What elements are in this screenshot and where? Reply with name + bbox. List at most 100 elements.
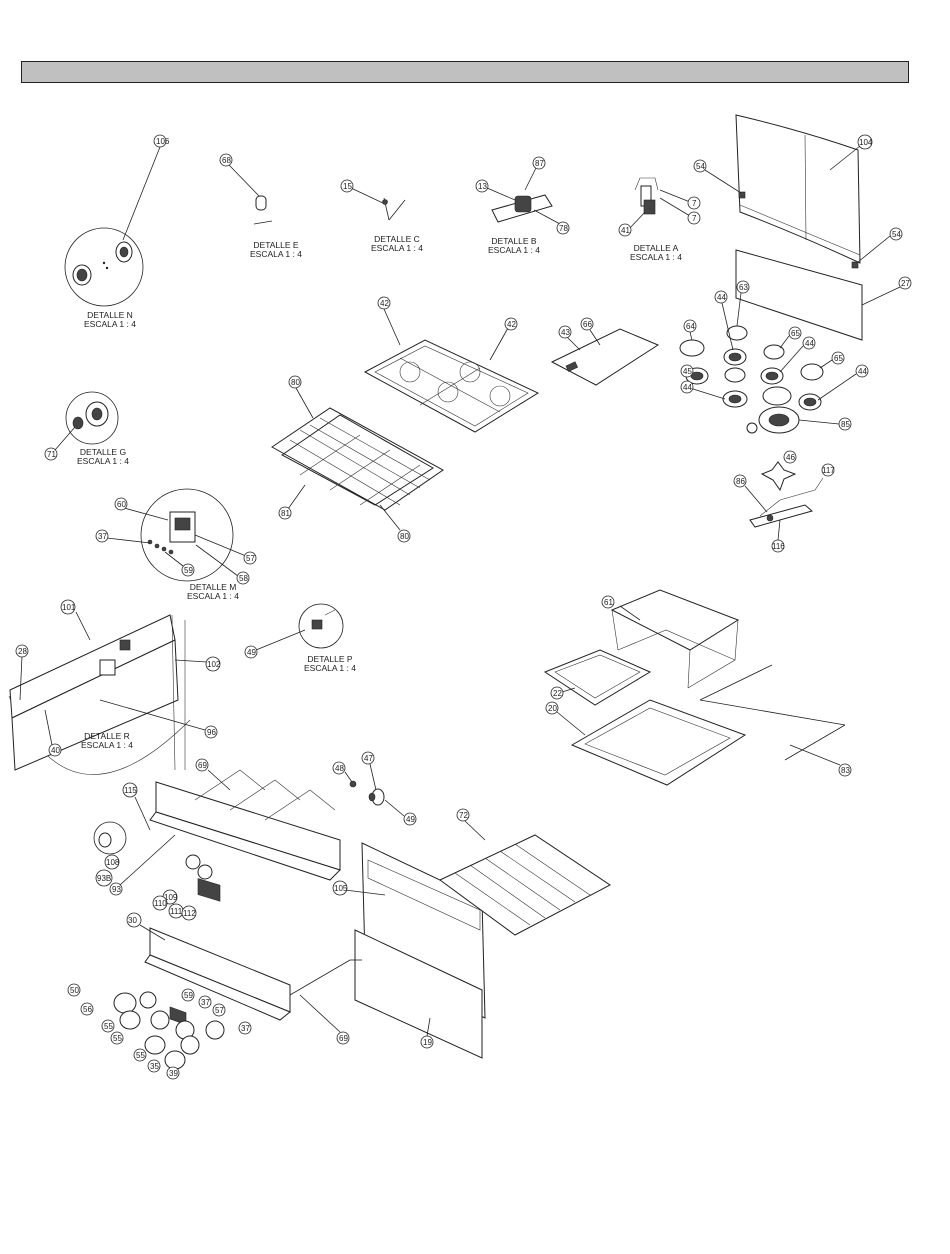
- callout-45: 45: [683, 367, 692, 376]
- detail-a-scale: ESCALA 1 : 4: [630, 252, 682, 262]
- callout-69a: 69: [198, 761, 207, 770]
- callout-57a: 57: [246, 554, 255, 563]
- callout-44c: 44: [858, 367, 867, 376]
- detail-p: 49 DETALLE P ESCALA 1 : 4: [244, 603, 356, 673]
- detail-g: 71 DETALLE G ESCALA 1 : 4: [44, 391, 129, 466]
- callout-55a: 55: [104, 1022, 113, 1031]
- callout-50: 50: [70, 986, 79, 995]
- callout-27: 27: [901, 279, 910, 288]
- callout-80a: 80: [291, 378, 300, 387]
- callout-43: 43: [561, 328, 570, 337]
- callout-59b: 59: [184, 991, 193, 1000]
- detail-g-scale: ESCALA 1 : 4: [77, 456, 129, 466]
- callout-39: 39: [169, 1069, 178, 1078]
- callout-68: 68: [222, 156, 231, 165]
- callout-85: 85: [841, 420, 850, 429]
- callout-117: 117: [822, 466, 835, 475]
- callout-19: 19: [423, 1038, 432, 1047]
- detail-p-title: DETALLE P: [307, 654, 353, 664]
- callout-93b: 93B: [97, 874, 111, 883]
- detail-n-title: DETALLE N: [87, 310, 133, 320]
- callout-58a: 58: [239, 574, 248, 583]
- oven-racks: 80 81 80: [271, 375, 444, 543]
- callout-49b: 49: [406, 815, 415, 824]
- detail-b-title: DETALLE B: [491, 236, 537, 246]
- callout-60: 60: [117, 500, 126, 509]
- callout-7a: 7: [692, 199, 697, 208]
- callout-42a: 42: [380, 299, 389, 308]
- detail-n: 106 DETALLE N ESCALA 1 : 4: [64, 134, 170, 329]
- callout-44d: 44: [683, 383, 692, 392]
- header-bar: [21, 61, 909, 83]
- detail-m-scale: ESCALA 1 : 4: [187, 591, 239, 601]
- callout-41: 41: [621, 226, 630, 235]
- callout-46: 46: [786, 453, 795, 462]
- detail-b-scale: ESCALA 1 : 4: [488, 245, 540, 255]
- callout-37c: 37: [241, 1024, 250, 1033]
- callout-93: 93: [112, 885, 121, 894]
- detail-c-title: DETALLE C: [374, 234, 420, 244]
- detail-r: 101 28 102 40 96 DETALLE R ESCALA 1 : 4: [8, 599, 221, 775]
- lower-control-panel: 30 50 56 59 37 57 55 55 37 55 35 39 6: [67, 912, 362, 1080]
- callout-22: 22: [553, 689, 562, 698]
- callout-86: 86: [736, 477, 745, 486]
- callout-13: 13: [478, 182, 487, 191]
- callout-102: 102: [207, 660, 221, 669]
- callout-65a: 65: [791, 329, 800, 338]
- callout-111: 111: [170, 907, 183, 916]
- callout-87: 87: [535, 159, 544, 168]
- callout-42b: 42: [507, 320, 516, 329]
- callout-37b: 37: [201, 998, 210, 1007]
- detail-a-title: DETALLE A: [634, 243, 679, 253]
- callout-54a: 54: [696, 162, 705, 171]
- backguard: 54 54 104 27: [693, 114, 912, 341]
- detail-r-title: DETALLE R: [84, 731, 130, 741]
- callout-56: 56: [83, 1005, 92, 1014]
- callout-55b: 55: [113, 1034, 122, 1043]
- callout-66: 66: [583, 320, 592, 329]
- burners: 64 44 63 65 44 65 45 44 44 85 44: [679, 280, 869, 434]
- callout-65b: 65: [834, 354, 843, 363]
- callout-47: 47: [364, 754, 373, 763]
- detail-c-scale: ESCALA 1 : 4: [371, 243, 423, 253]
- callout-44b: 44: [805, 339, 814, 348]
- callout-116: 116: [772, 542, 785, 551]
- control-panel: 115 69 108 93B 93 109 110 111 112: [93, 758, 341, 921]
- callout-106: 106: [156, 137, 170, 146]
- detail-p-scale: ESCALA 1 : 4: [304, 663, 356, 673]
- callout-20: 20: [548, 704, 557, 713]
- callout-30: 30: [128, 916, 137, 925]
- callout-64: 64: [686, 322, 695, 331]
- callout-61: 61: [604, 598, 613, 607]
- detail-e: 68 DETALLE E ESCALA 1 : 4: [219, 153, 302, 259]
- detail-a: 7 7 41 DETALLE A ESCALA 1 : 4: [618, 177, 701, 262]
- callout-28: 28: [18, 647, 27, 656]
- detail-m: 60 37 59 57 58 DETALLE M ESCALA 1 : 4: [95, 488, 257, 601]
- callout-63: 63: [739, 283, 748, 292]
- callout-59a: 59: [184, 566, 193, 575]
- callout-69b: 69: [339, 1034, 348, 1043]
- callout-105: 105: [334, 884, 348, 893]
- callout-48: 48: [335, 764, 344, 773]
- callout-57b: 57: [215, 1006, 224, 1015]
- callout-109: 109: [164, 893, 178, 902]
- detail-e-scale: ESCALA 1 : 4: [250, 249, 302, 259]
- callout-35: 35: [150, 1062, 159, 1071]
- detail-b: 87 13 78 DETALLE B ESCALA 1 : 4: [475, 156, 570, 255]
- detail-c: 15 DETALLE C ESCALA 1 : 4: [340, 179, 423, 253]
- callout-71: 71: [47, 450, 56, 459]
- detail-n-scale: ESCALA 1 : 4: [84, 319, 136, 329]
- oven-pan-group: 61 22 20 83: [543, 589, 852, 786]
- callout-80b: 80: [400, 532, 409, 541]
- callout-101: 101: [62, 603, 76, 612]
- callout-112: 112: [183, 909, 196, 918]
- callout-7b: 7: [692, 214, 697, 223]
- detail-e-title: DETALLE E: [253, 240, 299, 250]
- callout-72: 72: [459, 811, 468, 820]
- callout-40: 40: [51, 746, 60, 755]
- cooktop-grates: 42 42: [363, 296, 540, 433]
- ignition-parts: 46 117 86 116: [733, 450, 835, 553]
- callout-108: 108: [106, 858, 120, 867]
- callout-83: 83: [841, 766, 850, 775]
- detail-m-title: DETALLE M: [190, 582, 237, 592]
